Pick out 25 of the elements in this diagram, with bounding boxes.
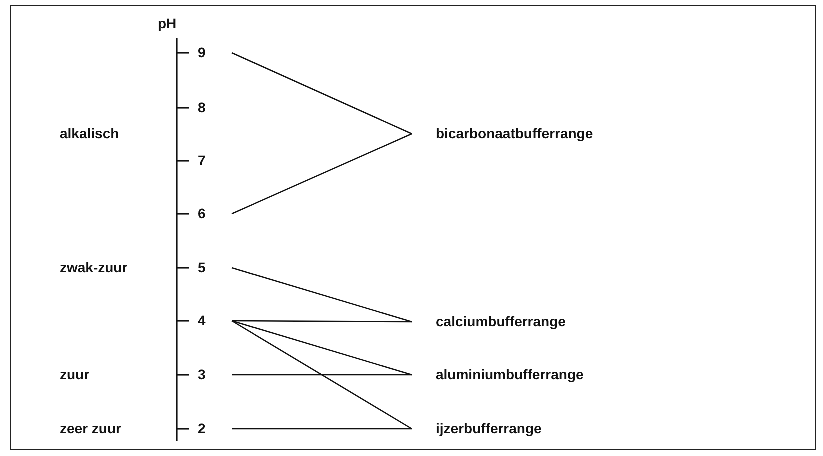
acidity-label: zeer zuur xyxy=(60,420,122,438)
acidity-label: alkalisch xyxy=(60,126,120,142)
ph-value: 7 xyxy=(198,152,232,170)
connector-line xyxy=(232,267,412,323)
connector-line xyxy=(232,320,412,376)
connector-line xyxy=(232,320,412,323)
connector-line xyxy=(232,133,412,215)
acidity-label: zuur xyxy=(60,366,90,384)
connector-line xyxy=(232,320,412,430)
ph-value: 4 xyxy=(198,312,232,330)
buffer-range-label: calciumbufferrange xyxy=(412,314,566,330)
buffer-range-label: bicarbonaatbufferrange xyxy=(412,126,594,142)
connector-line xyxy=(232,52,412,135)
ph-value: 3 xyxy=(198,366,232,384)
ph-value: 8 xyxy=(198,100,232,116)
connector-line xyxy=(232,428,412,430)
connector-line xyxy=(232,374,412,376)
buffer-range-label: ijzerbufferrange xyxy=(412,420,542,438)
acidity-label: zwak-zuur xyxy=(60,260,128,276)
ph-value: 6 xyxy=(198,206,232,222)
buffer-range-label: aluminiumbufferrange xyxy=(412,366,584,384)
ph-value: 9 xyxy=(198,44,232,62)
axis-title: pH xyxy=(158,16,177,32)
ph-value: 5 xyxy=(198,260,232,276)
ph-value: 2 xyxy=(198,420,232,438)
